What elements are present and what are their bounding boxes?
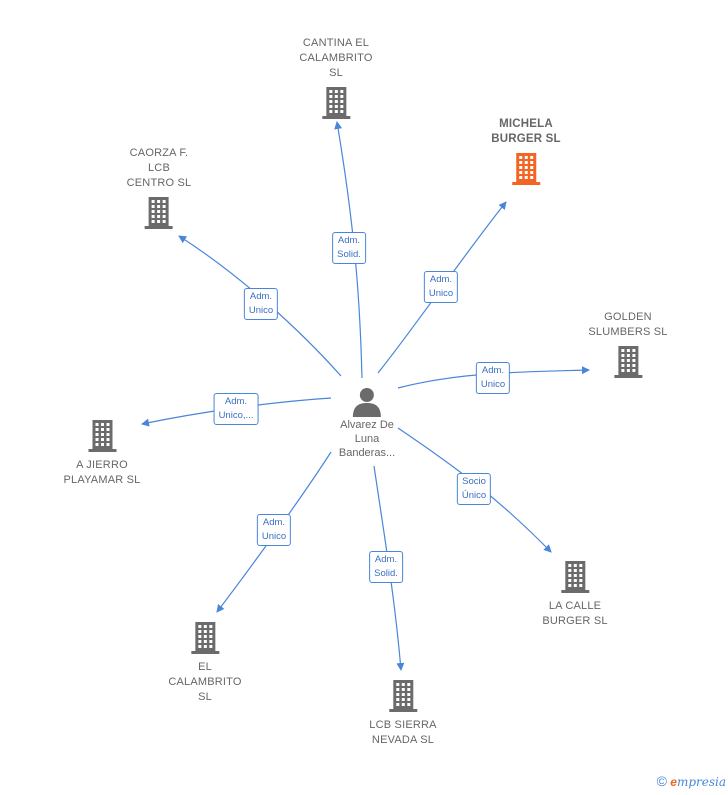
edge-label-sierra[interactable]: Adm. Solid. bbox=[369, 551, 403, 583]
company-node-label: MICHELA BURGER SL bbox=[491, 118, 561, 145]
copyright-symbol: © bbox=[656, 773, 667, 789]
building-icon bbox=[191, 622, 219, 654]
brand-logo-text: mpresia bbox=[676, 775, 726, 789]
center-person-label: Alvarez De Luna Banderas... bbox=[338, 419, 396, 459]
building-icon bbox=[613, 346, 642, 378]
company-node-label: CANTINA EL CALAMBRITO SL bbox=[299, 37, 373, 79]
company-node-label: EL CALAMBRITO SL bbox=[168, 661, 242, 703]
brand-logo-initial: e bbox=[670, 775, 677, 789]
building-icon bbox=[561, 561, 589, 593]
company-node-label: LA CALLE BURGER SL bbox=[542, 600, 608, 627]
building-icon bbox=[322, 87, 350, 119]
edge-label-jierro[interactable]: Adm. Unico,... bbox=[213, 393, 259, 425]
edge-label-lacalle[interactable]: Socio Único bbox=[456, 473, 492, 505]
company-node-lacalle[interactable]: LA CALLE BURGER SL bbox=[542, 559, 607, 629]
edge-label-michela[interactable]: Adm. Unico bbox=[423, 271, 459, 303]
edge-label-cantina[interactable]: Adm. Solid. bbox=[332, 232, 366, 264]
company-node-jierro[interactable]: A JIERRO PLAYAMAR SL bbox=[64, 418, 141, 488]
building-icon bbox=[144, 197, 173, 229]
company-node-label: GOLDEN SLUMBERS SL bbox=[588, 311, 668, 338]
company-node-golden[interactable]: GOLDEN SLUMBERS SL bbox=[588, 310, 667, 380]
edge-label-elcalambrito[interactable]: Adm. Unico bbox=[256, 514, 292, 546]
company-node-michela[interactable]: MICHELA BURGER SL bbox=[491, 117, 561, 187]
company-node-elcalambrito[interactable]: EL CALAMBRITO SL bbox=[168, 620, 241, 705]
company-node-cantina[interactable]: CANTINA EL CALAMBRITO SL bbox=[299, 36, 372, 121]
company-node-label: CAORZA F. LCB CENTRO SL bbox=[126, 147, 192, 189]
building-icon bbox=[88, 420, 116, 452]
footer-brand: © empresia bbox=[657, 773, 726, 789]
edge-label-caorza[interactable]: Adm. Unico bbox=[243, 288, 279, 320]
company-node-caorza[interactable]: CAORZA F. LCB CENTRO SL bbox=[127, 146, 192, 231]
person-icon bbox=[352, 388, 381, 417]
building-icon bbox=[388, 680, 417, 712]
company-node-sierra[interactable]: LCB SIERRA NEVADA SL bbox=[369, 678, 437, 748]
building-icon bbox=[512, 153, 540, 185]
company-node-label: A JIERRO PLAYAMAR SL bbox=[63, 459, 141, 486]
center-person[interactable]: Alvarez De Luna Banderas... bbox=[339, 386, 395, 460]
company-node-label: LCB SIERRA NEVADA SL bbox=[369, 719, 437, 746]
edge-label-golden[interactable]: Adm. Unico bbox=[475, 362, 511, 394]
